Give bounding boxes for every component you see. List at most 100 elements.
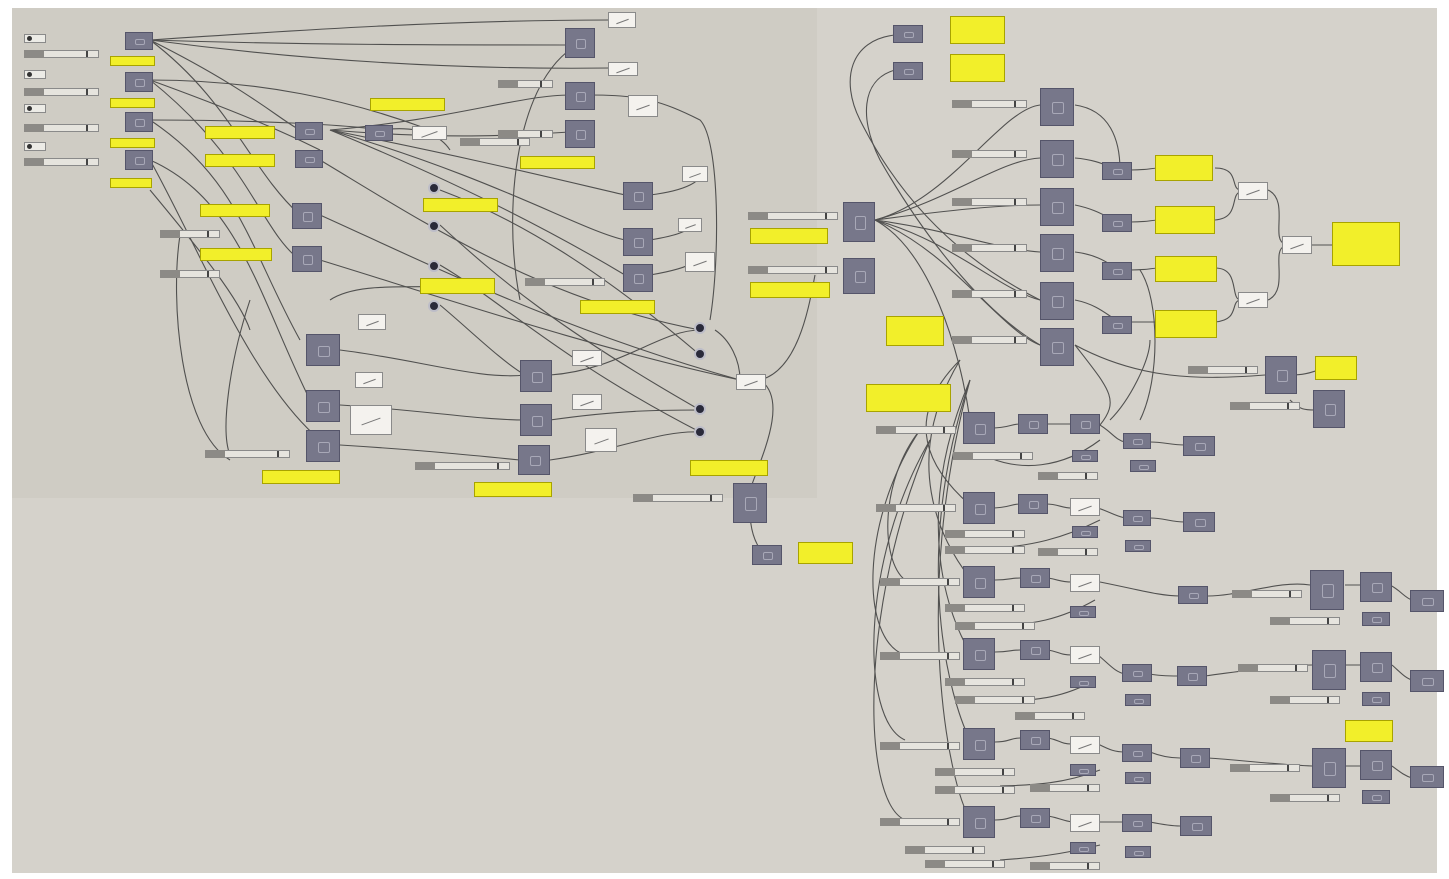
expression-node[interactable] [1070, 574, 1100, 592]
component-node[interactable] [292, 246, 322, 272]
component-node[interactable] [1020, 730, 1050, 750]
component-node[interactable] [1362, 692, 1390, 706]
component-node[interactable] [1040, 282, 1074, 320]
component-node[interactable] [292, 203, 322, 229]
component-node[interactable] [843, 202, 875, 242]
yellow-panel[interactable] [1332, 222, 1400, 266]
component-node[interactable] [1102, 262, 1132, 280]
number-slider[interactable] [880, 652, 960, 660]
component-node[interactable] [1102, 316, 1132, 334]
number-slider[interactable] [945, 678, 1025, 686]
component-node[interactable] [1265, 356, 1297, 394]
yellow-panel[interactable] [110, 56, 155, 66]
component-node[interactable] [1070, 842, 1096, 854]
component-node[interactable] [295, 150, 323, 168]
number-slider[interactable] [1030, 862, 1100, 870]
number-slider[interactable] [1270, 794, 1340, 802]
param-point[interactable] [428, 300, 440, 312]
yellow-panel[interactable] [750, 228, 828, 244]
component-node[interactable] [1410, 670, 1444, 692]
component-node[interactable] [1183, 512, 1215, 532]
boolean-toggle[interactable] [24, 34, 46, 43]
param-point[interactable] [428, 182, 440, 194]
number-slider[interactable] [1015, 712, 1085, 720]
component-node[interactable] [963, 638, 995, 670]
component-node[interactable] [565, 120, 595, 148]
param-point[interactable] [694, 426, 706, 438]
component-node[interactable] [1018, 494, 1048, 514]
component-node[interactable] [1122, 664, 1152, 682]
component-node[interactable] [1183, 436, 1215, 456]
yellow-panel[interactable] [886, 316, 944, 346]
yellow-panel[interactable] [205, 126, 275, 139]
component-node[interactable] [1102, 214, 1132, 232]
component-node[interactable] [1072, 450, 1098, 462]
component-node[interactable] [1130, 460, 1156, 472]
component-node[interactable] [893, 25, 923, 43]
number-slider[interactable] [24, 88, 99, 96]
component-node[interactable] [1410, 590, 1444, 612]
component-node[interactable] [963, 806, 995, 838]
component-node[interactable] [1102, 162, 1132, 180]
component-node[interactable] [1180, 816, 1212, 836]
number-slider[interactable] [1238, 664, 1308, 672]
yellow-panel[interactable] [370, 98, 445, 111]
component-node[interactable] [1070, 764, 1096, 776]
component-node[interactable] [843, 258, 875, 294]
component-node[interactable] [1177, 666, 1207, 686]
expression-node[interactable] [1070, 814, 1100, 832]
number-slider[interactable] [415, 462, 510, 470]
number-slider[interactable] [955, 696, 1035, 704]
component-node[interactable] [520, 360, 552, 392]
component-node[interactable] [1040, 188, 1074, 226]
yellow-panel[interactable] [690, 460, 768, 476]
number-slider[interactable] [945, 530, 1025, 538]
component-node[interactable] [1040, 140, 1074, 178]
component-node[interactable] [1070, 606, 1096, 618]
expression-node[interactable] [1238, 182, 1268, 200]
yellow-panel[interactable] [200, 248, 272, 261]
component-node[interactable] [1125, 540, 1151, 552]
yellow-panel[interactable] [520, 156, 595, 169]
expression-node[interactable] [350, 405, 392, 435]
number-slider[interactable] [460, 138, 530, 146]
component-node[interactable] [623, 182, 653, 210]
component-node[interactable] [125, 32, 153, 50]
component-node[interactable] [1040, 328, 1074, 366]
expression-node[interactable] [358, 314, 386, 330]
yellow-panel[interactable] [1155, 256, 1217, 282]
number-slider[interactable] [952, 244, 1027, 252]
expression-node[interactable] [1282, 236, 1312, 254]
component-node[interactable] [963, 492, 995, 524]
component-node[interactable] [125, 150, 153, 170]
yellow-panel[interactable] [580, 300, 655, 314]
component-node[interactable] [1072, 526, 1098, 538]
expression-node[interactable] [572, 394, 602, 410]
component-node[interactable] [1312, 650, 1346, 690]
component-node[interactable] [1312, 748, 1346, 788]
number-slider[interactable] [1038, 472, 1098, 480]
number-slider[interactable] [925, 860, 1005, 868]
number-slider[interactable] [1038, 548, 1098, 556]
component-node[interactable] [1178, 586, 1208, 604]
expression-node[interactable] [678, 218, 702, 232]
expression-node[interactable] [412, 126, 447, 140]
yellow-panel[interactable] [420, 278, 495, 294]
component-node[interactable] [1122, 744, 1152, 762]
number-slider[interactable] [1232, 590, 1302, 598]
component-node[interactable] [623, 228, 653, 256]
component-node[interactable] [306, 430, 340, 462]
yellow-panel[interactable] [750, 282, 830, 298]
number-slider[interactable] [1270, 617, 1340, 625]
number-slider[interactable] [24, 50, 99, 58]
component-node[interactable] [125, 72, 153, 92]
number-slider[interactable] [1188, 366, 1258, 374]
component-node[interactable] [1070, 414, 1100, 434]
number-slider[interactable] [24, 158, 99, 166]
yellow-panel[interactable] [950, 16, 1005, 44]
yellow-panel[interactable] [1155, 206, 1215, 234]
expression-node[interactable] [1070, 736, 1100, 754]
component-node[interactable] [125, 112, 153, 132]
number-slider[interactable] [748, 266, 838, 274]
number-slider[interactable] [935, 768, 1015, 776]
